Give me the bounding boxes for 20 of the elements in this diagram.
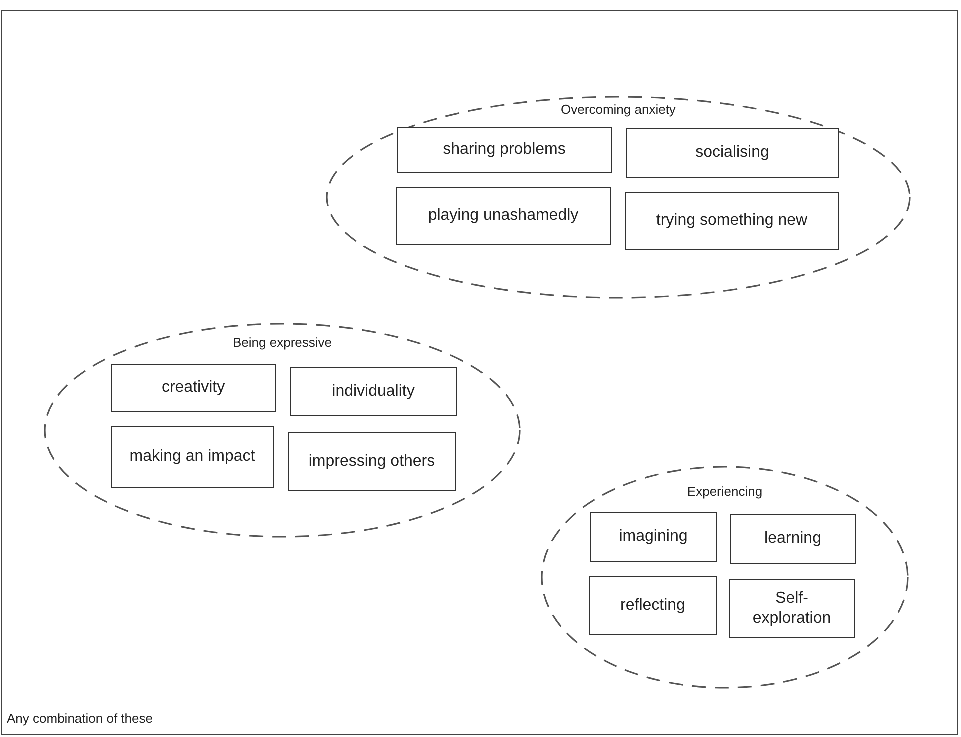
text-box: trying something new xyxy=(625,192,839,250)
note-text: Any combination of these xyxy=(7,711,153,726)
text-box: imagining xyxy=(590,512,717,562)
text-box: making an impact xyxy=(111,426,274,488)
text-box: learning xyxy=(730,514,856,564)
text-box: individuality xyxy=(290,367,457,416)
group-title: Experiencing xyxy=(687,484,763,499)
dashed-ellipse xyxy=(326,96,911,299)
group-title: Overcoming anxiety xyxy=(561,102,676,117)
text-box: socialising xyxy=(626,128,839,178)
text-box: reflecting xyxy=(589,576,717,635)
text-box: sharing problems xyxy=(397,127,612,173)
frame-border xyxy=(1,10,958,735)
dashed-ellipse xyxy=(541,466,909,689)
text-box: creativity xyxy=(111,364,276,412)
group-title: Being expressive xyxy=(233,335,332,350)
text-box: impressing others xyxy=(288,432,456,491)
dashed-ellipse xyxy=(44,323,521,538)
text-box: playing unashamedly xyxy=(396,187,611,245)
text-box: Self-exploration xyxy=(729,579,855,638)
